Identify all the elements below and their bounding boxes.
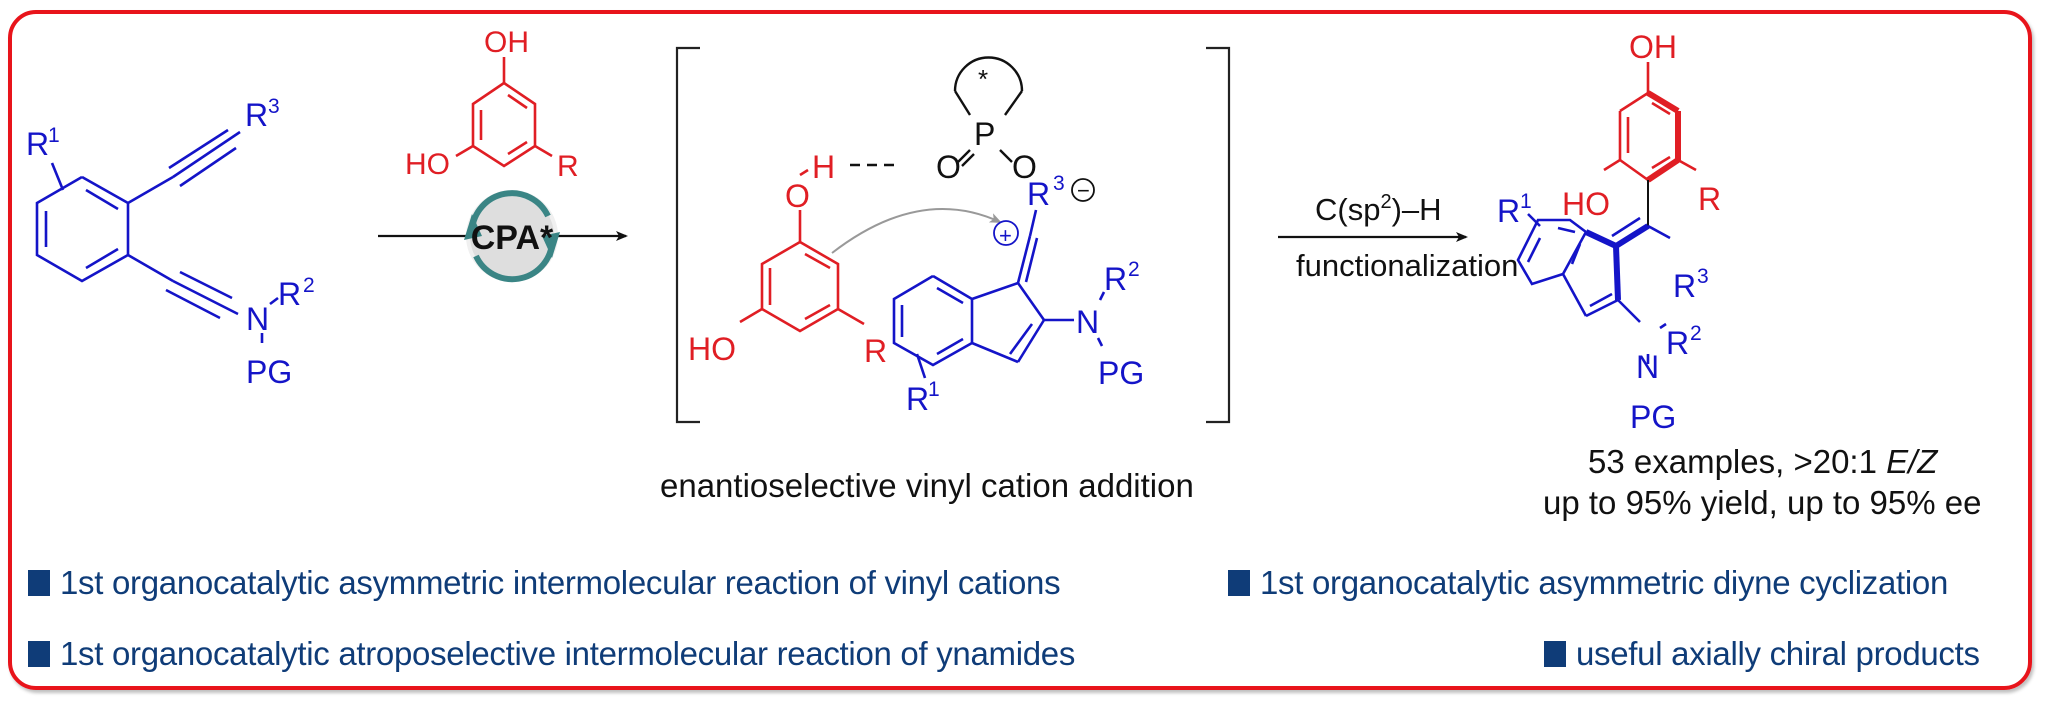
- bullet-square-icon: [1544, 641, 1566, 667]
- arrow-2-conditions: C(sp2)–H functionalization: [1296, 191, 1518, 283]
- svg-text:P: P: [974, 116, 995, 152]
- svg-text:C(sp2)–H: C(sp2)–H: [1315, 191, 1442, 227]
- svg-text:R: R: [1027, 176, 1050, 212]
- catalyst-badge: CPA*: [464, 190, 560, 283]
- cycle-arrow-icon: [469, 190, 551, 231]
- svg-text:N: N: [1076, 304, 1099, 340]
- svg-text:R: R: [557, 150, 579, 183]
- product-labels: OH HO R R 1 R 3 R 2 N PG: [1497, 29, 1721, 435]
- product-summary-line-2: up to 95% yield, up to 95% ee: [1543, 484, 1982, 521]
- highlight-item: 1st organocatalytic asymmetric intermole…: [28, 564, 1061, 602]
- svg-text:O: O: [785, 178, 810, 214]
- intermediate-caption: enantioselective vinyl cation addition: [660, 467, 1194, 504]
- svg-text:HO: HO: [688, 331, 736, 367]
- attack-arrow: [831, 207, 1002, 254]
- bullet-square-icon: [1228, 570, 1250, 596]
- svg-text:R: R: [1666, 325, 1689, 361]
- svg-text:2: 2: [1690, 322, 1702, 345]
- transition-state-brackets: [675, 46, 1231, 424]
- highlight-item: useful axially chiral products: [1544, 635, 1980, 673]
- cpa-phosphate-structure: [850, 56, 1095, 202]
- svg-text:2: 2: [1128, 258, 1140, 281]
- product-indene-structure: [1516, 213, 1671, 364]
- svg-text:HO: HO: [405, 148, 450, 181]
- svg-text:R: R: [1698, 181, 1721, 217]
- svg-text:1: 1: [928, 378, 940, 401]
- svg-text:R: R: [1497, 193, 1520, 229]
- substrate-structure: [35, 128, 279, 343]
- svg-text:functionalization: functionalization: [1296, 248, 1518, 283]
- svg-text:N: N: [1636, 349, 1659, 385]
- ts-vinyl-cation-structure: [892, 209, 1106, 379]
- figure-border: [8, 10, 2032, 690]
- highlight-text: 1st organocatalytic asymmetric intermole…: [60, 564, 1061, 601]
- svg-text:R: R: [26, 126, 49, 162]
- ez-ratio-label: E/Z: [1886, 443, 1938, 480]
- svg-text:R: R: [278, 276, 301, 312]
- svg-text:1: 1: [48, 124, 60, 147]
- svg-text:PG: PG: [1630, 399, 1676, 435]
- svg-text:R: R: [864, 333, 887, 369]
- highlight-text: 1st organocatalytic asymmetric diyne cyc…: [1260, 564, 1949, 601]
- highlight-item: 1st organocatalytic atroposelective inte…: [28, 635, 1075, 673]
- svg-text:−: −: [1077, 178, 1090, 203]
- svg-text:2: 2: [303, 274, 315, 297]
- product-summary-line-1: 53 examples, >20:1 E/Z: [1588, 443, 1937, 481]
- svg-text:O: O: [936, 149, 961, 185]
- svg-text:PG: PG: [246, 354, 292, 390]
- svg-text:+: +: [999, 223, 1012, 248]
- svg-text:R: R: [245, 97, 268, 133]
- svg-text:*: *: [978, 64, 988, 94]
- svg-text:H: H: [812, 149, 835, 185]
- svg-text:R: R: [1673, 268, 1696, 304]
- ts-nucleophile-structure: [739, 168, 865, 333]
- cpa-labels: * P O O − H: [812, 64, 1090, 203]
- highlight-text: 1st organocatalytic atroposelective inte…: [60, 635, 1076, 672]
- svg-text:1: 1: [1520, 190, 1532, 213]
- ts-vinyl-cation-labels: + R 3 R 2 N PG R 1: [906, 172, 1144, 417]
- highlight-item: 1st organocatalytic asymmetric diyne cyc…: [1228, 564, 1948, 602]
- substrate-labels: R 1 R 3 R 2 N PG: [26, 95, 315, 390]
- svg-text:OH: OH: [484, 26, 529, 59]
- svg-text:N: N: [246, 301, 269, 337]
- ts-nucleophile-labels: O HO R: [688, 178, 887, 369]
- bullet-square-icon: [28, 641, 50, 667]
- svg-text:OH: OH: [1629, 29, 1677, 65]
- svg-text:3: 3: [268, 95, 280, 118]
- product-aryl-structure: [1603, 62, 1697, 183]
- svg-text:R: R: [906, 381, 929, 417]
- reagent-labels: OH HO R: [405, 26, 579, 183]
- svg-text:O: O: [1012, 149, 1037, 185]
- svg-text:R: R: [1104, 261, 1127, 297]
- svg-text:CPA*: CPA*: [471, 219, 554, 257]
- svg-text:3: 3: [1053, 172, 1065, 195]
- reagent-structure: [455, 57, 553, 168]
- bullet-square-icon: [28, 570, 50, 596]
- summary-text: 53 examples, >20:1: [1588, 443, 1887, 480]
- svg-text:PG: PG: [1098, 355, 1144, 391]
- svg-text:HO: HO: [1562, 186, 1610, 222]
- highlight-text: useful axially chiral products: [1576, 635, 1980, 672]
- svg-text:3: 3: [1697, 265, 1709, 288]
